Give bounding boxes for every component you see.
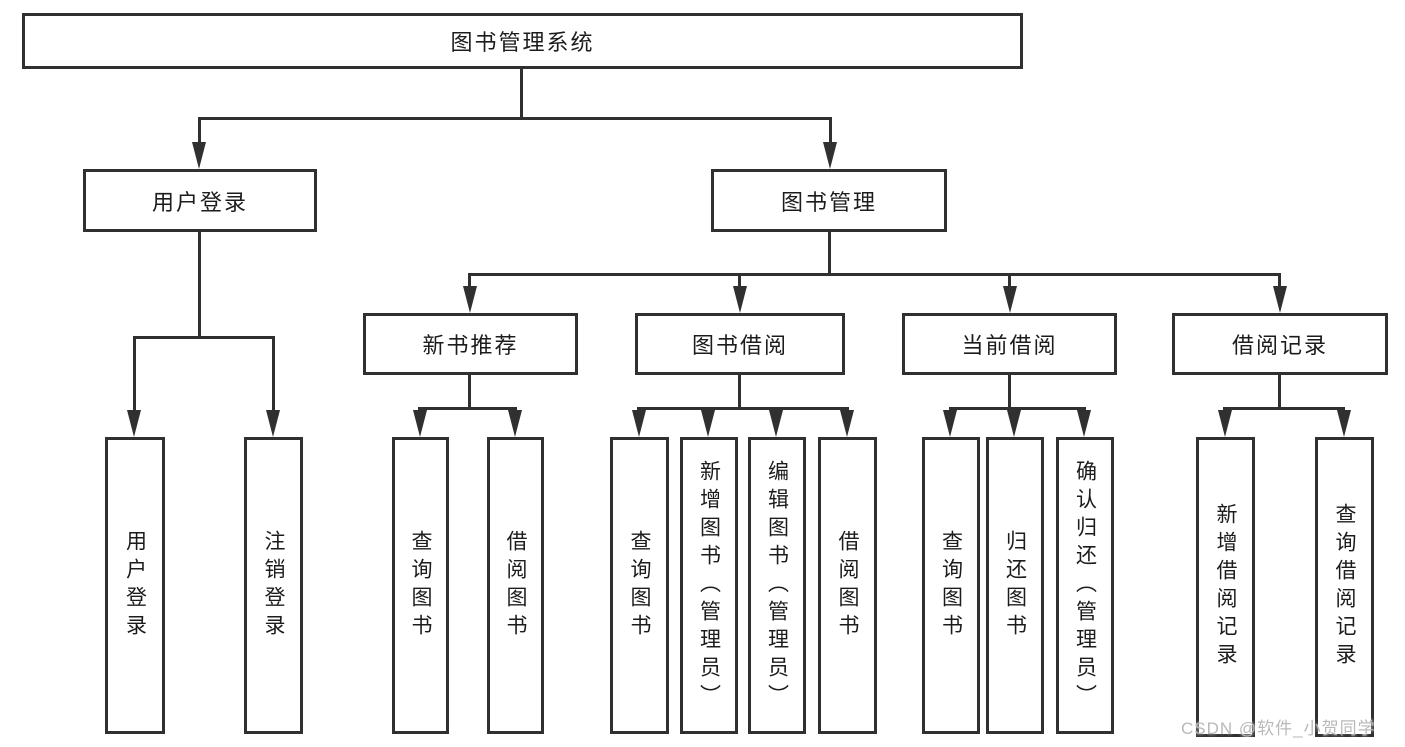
connector-line [272, 338, 275, 412]
arrow-down-icon [413, 410, 427, 437]
connector-line [738, 275, 741, 290]
node-book-management: 图书管理 [711, 169, 947, 232]
connector-line [418, 407, 517, 410]
leaf-borrow-add-books-admin: 新增图书（管理员） [680, 437, 738, 734]
arrow-down-icon [632, 410, 646, 437]
leaf-current-confirm-return-admin: 确认归还（管理员） [1056, 437, 1114, 734]
arrow-down-icon [769, 410, 783, 437]
connector-line [133, 338, 136, 412]
arrow-down-icon [192, 142, 206, 169]
arrow-down-icon [1218, 410, 1232, 437]
leaf-borrow-query-books: 查询图书 [610, 437, 669, 734]
connector-line [637, 407, 849, 410]
csdn-watermark: CSDN @软件_小贺同学 [1181, 719, 1376, 738]
connector-line [1008, 375, 1011, 410]
arrow-down-icon [1007, 410, 1021, 437]
connector-line [468, 273, 1281, 276]
connector-line [1278, 275, 1281, 290]
node-book-borrow: 图书借阅 [635, 313, 845, 375]
arrow-down-icon [266, 410, 280, 437]
node-current-borrow: 当前借阅 [902, 313, 1117, 375]
node-user-login: 用户登录 [83, 169, 317, 232]
leaf-borrow-edit-books-admin: 编辑图书（管理员） [748, 437, 806, 734]
connector-line [468, 375, 471, 410]
connector-line [829, 119, 832, 145]
arrow-down-icon [1337, 410, 1351, 437]
connector-line [198, 117, 832, 120]
arrow-down-icon [733, 286, 747, 313]
connector-line [1008, 275, 1011, 290]
node-library-management-system: 图书管理系统 [22, 13, 1023, 69]
leaf-records-add-record: 新增借阅记录 [1196, 437, 1255, 737]
node-borrow-records: 借阅记录 [1172, 313, 1388, 375]
leaf-current-query-books: 查询图书 [922, 437, 980, 734]
connector-line [1223, 407, 1345, 410]
arrow-down-icon [1003, 286, 1017, 313]
connector-line [520, 68, 523, 118]
connector-line [198, 232, 201, 339]
connector-line [468, 275, 471, 290]
leaf-borrow-borrow-books: 借阅图书 [818, 437, 877, 734]
leaf-newbook-query-books: 查询图书 [392, 437, 449, 734]
arrow-down-icon [943, 410, 957, 437]
arrow-down-icon [127, 410, 141, 437]
leaf-current-return-books: 归还图书 [986, 437, 1044, 734]
arrow-down-icon [463, 286, 477, 313]
leaf-user-login: 用户登录 [105, 437, 165, 734]
connector-line [949, 407, 1086, 410]
arrow-down-icon [840, 410, 854, 437]
connector-line [133, 336, 275, 339]
arrow-down-icon [701, 410, 715, 437]
leaf-records-query-record: 查询借阅记录 [1315, 437, 1374, 737]
connector-line [1278, 375, 1281, 410]
arrow-down-icon [508, 410, 522, 437]
arrow-down-icon [1077, 410, 1091, 437]
connector-line [198, 119, 201, 145]
arrow-down-icon [1273, 286, 1287, 313]
leaf-newbook-borrow-books: 借阅图书 [487, 437, 544, 734]
leaf-logout: 注销登录 [244, 437, 303, 734]
arrow-down-icon [823, 142, 837, 169]
connector-line [828, 232, 831, 276]
connector-line [738, 375, 741, 410]
node-new-book-recommend: 新书推荐 [363, 313, 578, 375]
